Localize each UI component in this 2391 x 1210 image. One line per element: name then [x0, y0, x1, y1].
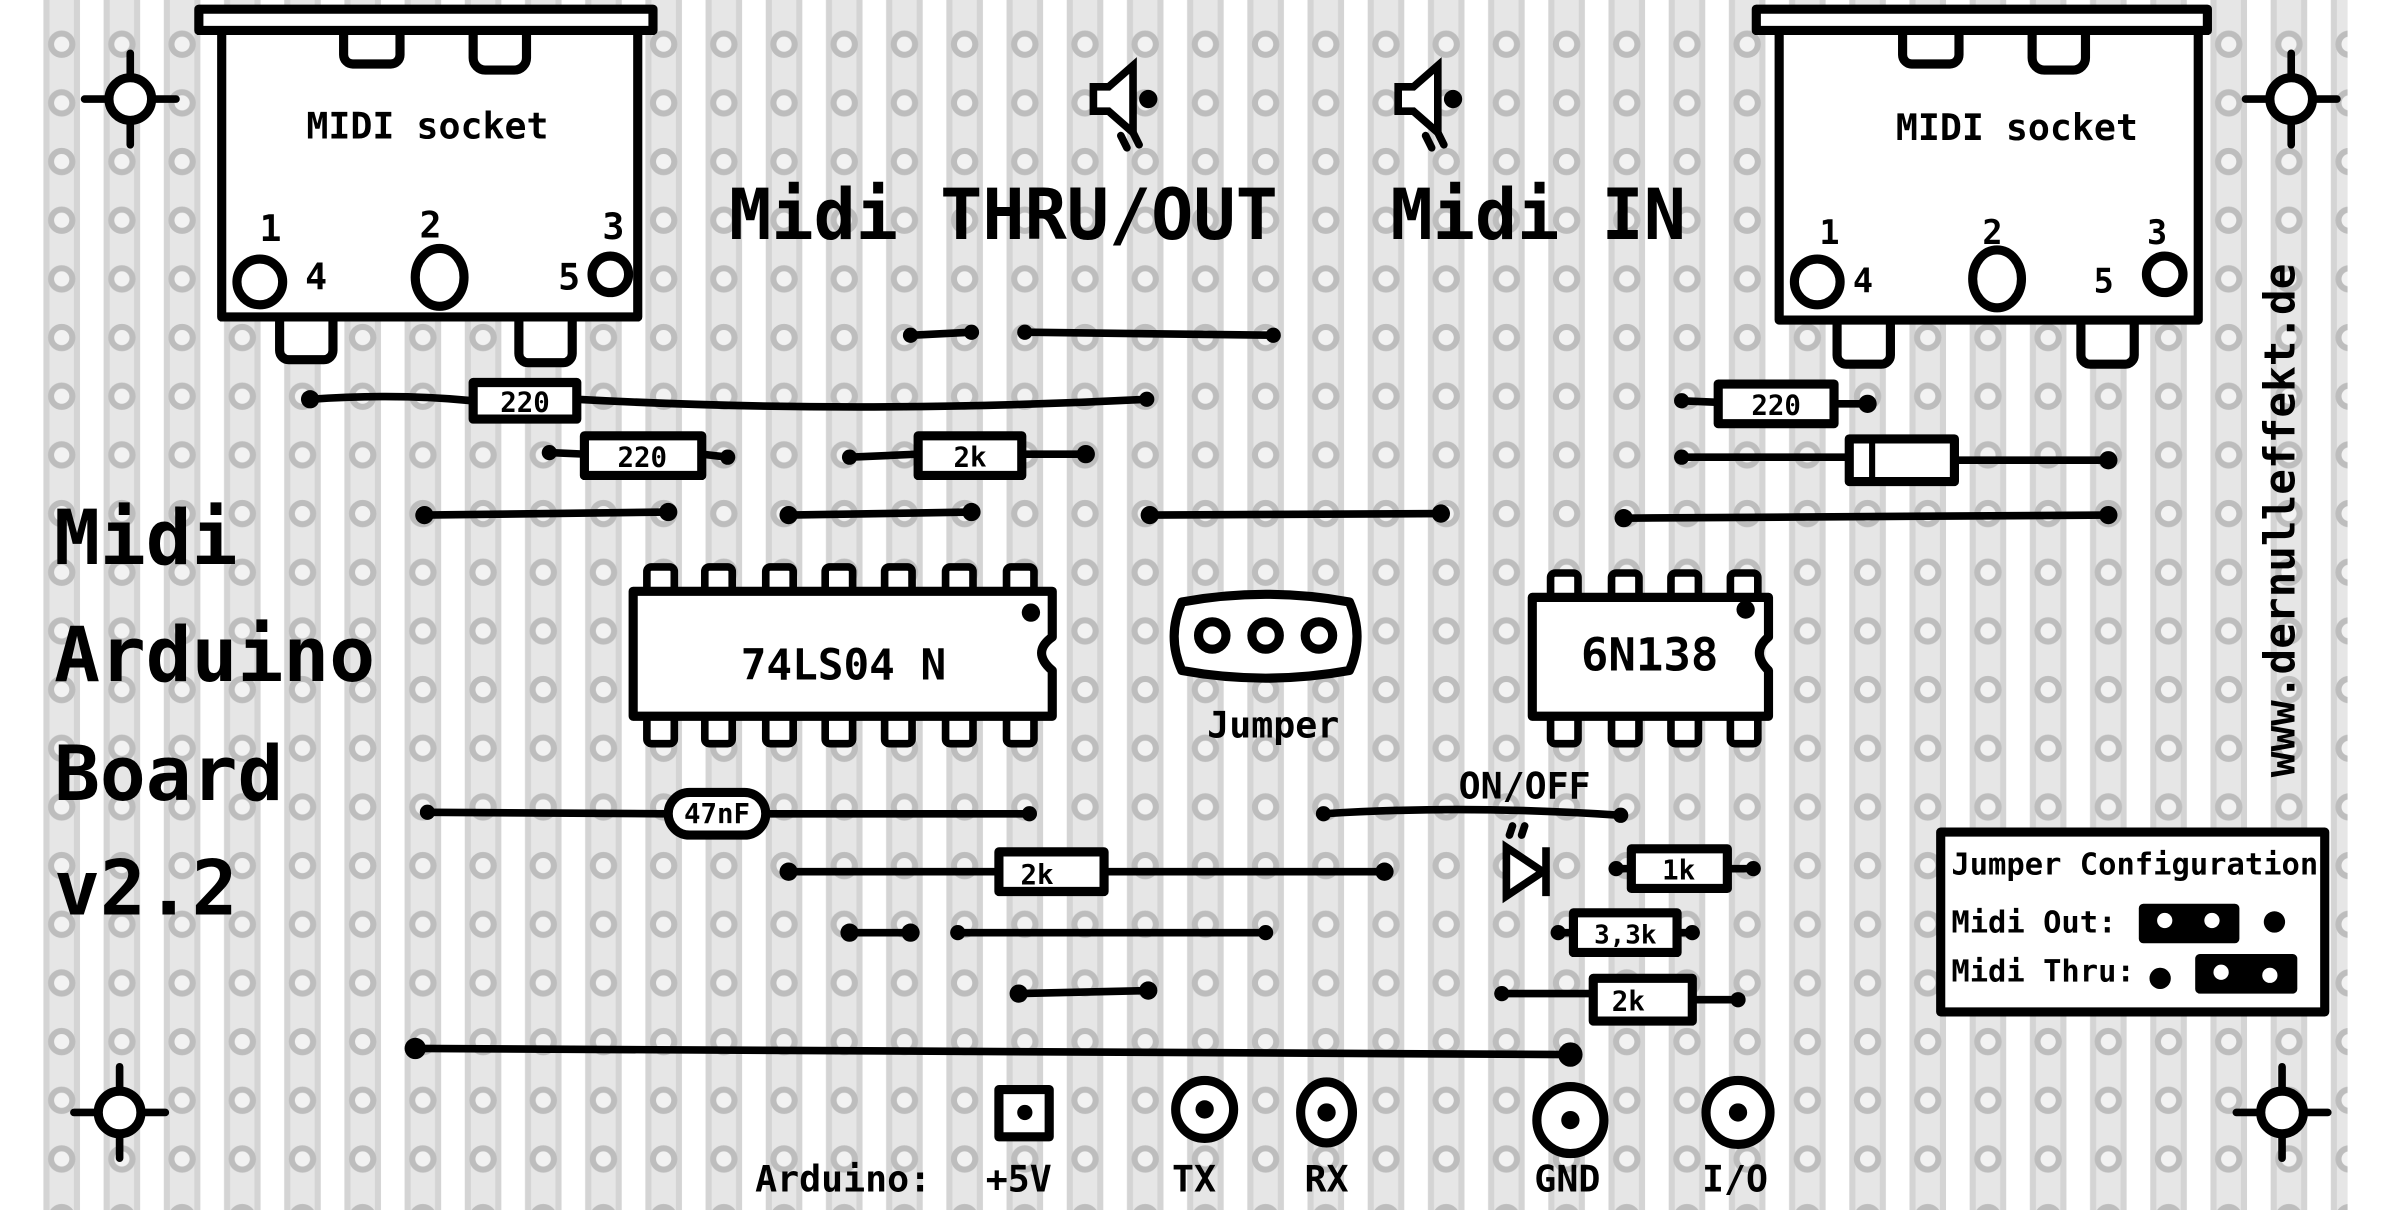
- resistor-value: 220: [500, 387, 550, 418]
- socket-label: MIDI socket: [306, 105, 548, 148]
- resistor: 220: [579, 431, 707, 481]
- pin-label: 3: [602, 205, 624, 248]
- resistor: 2k: [1588, 973, 1697, 1026]
- resistor: 2k: [913, 431, 1027, 481]
- jumper-header: Jumper: [1169, 589, 1362, 747]
- board-title-line: Board: [54, 729, 283, 818]
- pin-label: 1: [259, 207, 281, 250]
- capacitor: 47nF: [663, 787, 771, 840]
- resistor: 220: [468, 377, 582, 424]
- resistor-value: 1k: [1662, 855, 1696, 886]
- midi-socket-in: MIDI socket 1 2 3 4 5: [1751, 4, 2212, 369]
- resistor-value: 2k: [1020, 860, 1054, 891]
- chip-74ls04: 74LS04 N: [628, 563, 1057, 748]
- resistor-value: 220: [618, 442, 668, 473]
- capacitor-value: 47nF: [684, 799, 750, 830]
- pin-label: 2: [1982, 213, 2002, 252]
- speaker-icon: [1089, 57, 1158, 152]
- mounting-hole-icon: [70, 49, 2341, 1162]
- legend-title: Jumper Configuration: [1951, 848, 2318, 883]
- socket-label: MIDI socket: [1896, 106, 2138, 149]
- website-url: www.dernulleffekt.de: [2255, 264, 2305, 778]
- switch-label: ON/OFF: [1459, 765, 1591, 808]
- arduino-label: Arduino:: [755, 1158, 931, 1201]
- pin-label-rx: RX: [1305, 1158, 1349, 1201]
- pin-label: 4: [305, 256, 327, 299]
- resistor-value: 220: [1751, 391, 1801, 422]
- legend-midi-thru: Midi Thru:: [1951, 954, 2134, 989]
- chip-6n138: 6N138: [1527, 569, 1774, 748]
- pin-label: 4: [1853, 262, 1873, 301]
- resistor: 3,3k: [1568, 908, 1682, 958]
- midi-socket-out: MIDI socket 1 2 3 4 5: [194, 4, 658, 368]
- resistor-value: 2k: [1612, 986, 1646, 1017]
- resistor: 2k: [994, 847, 1109, 897]
- led-icon: [1502, 822, 1550, 904]
- jumper-configuration-legend: Jumper Configuration Midi Out: Midi Thru…: [1936, 827, 2330, 1017]
- pin-label-tx: TX: [1172, 1158, 1216, 1201]
- resistor: 220: [1713, 379, 1839, 429]
- heading-midi-in: Midi IN: [1391, 174, 1686, 256]
- chip-label: 74LS04 N: [741, 641, 946, 691]
- board-title-line: v2.2: [54, 843, 237, 932]
- jumper-label: Jumper: [1207, 704, 1339, 747]
- heading-midi-thru-out: Midi THRU/OUT: [729, 174, 1278, 256]
- resistor-unlabeled: [1844, 434, 1959, 487]
- pin-label: 1: [1819, 213, 1839, 252]
- chip-label: 6N138: [1581, 629, 1719, 682]
- board-title-line: Arduino: [54, 610, 375, 699]
- board-title-line: Midi: [54, 493, 237, 582]
- wire-bridges: [300, 324, 2118, 1067]
- resistor-value: 2k: [953, 442, 987, 473]
- pin-label-io: I/O: [1702, 1158, 1768, 1201]
- legend-midi-out: Midi Out:: [1951, 906, 2116, 941]
- pin-label: 5: [558, 256, 580, 299]
- speaker-icon: [1394, 57, 1463, 152]
- pin-label: 2: [419, 204, 441, 247]
- resistor: 1k: [1626, 844, 1732, 894]
- pin-label-gnd: GND: [1534, 1158, 1600, 1201]
- pin-label: 3: [2147, 213, 2167, 252]
- arduino-connection-pads: Arduino: +5V TX RX GND I/O: [755, 1075, 1775, 1201]
- resistor-value: 3,3k: [1594, 920, 1657, 950]
- pin-label-5v: +5V: [986, 1158, 1052, 1201]
- pin-label: 5: [2094, 262, 2114, 301]
